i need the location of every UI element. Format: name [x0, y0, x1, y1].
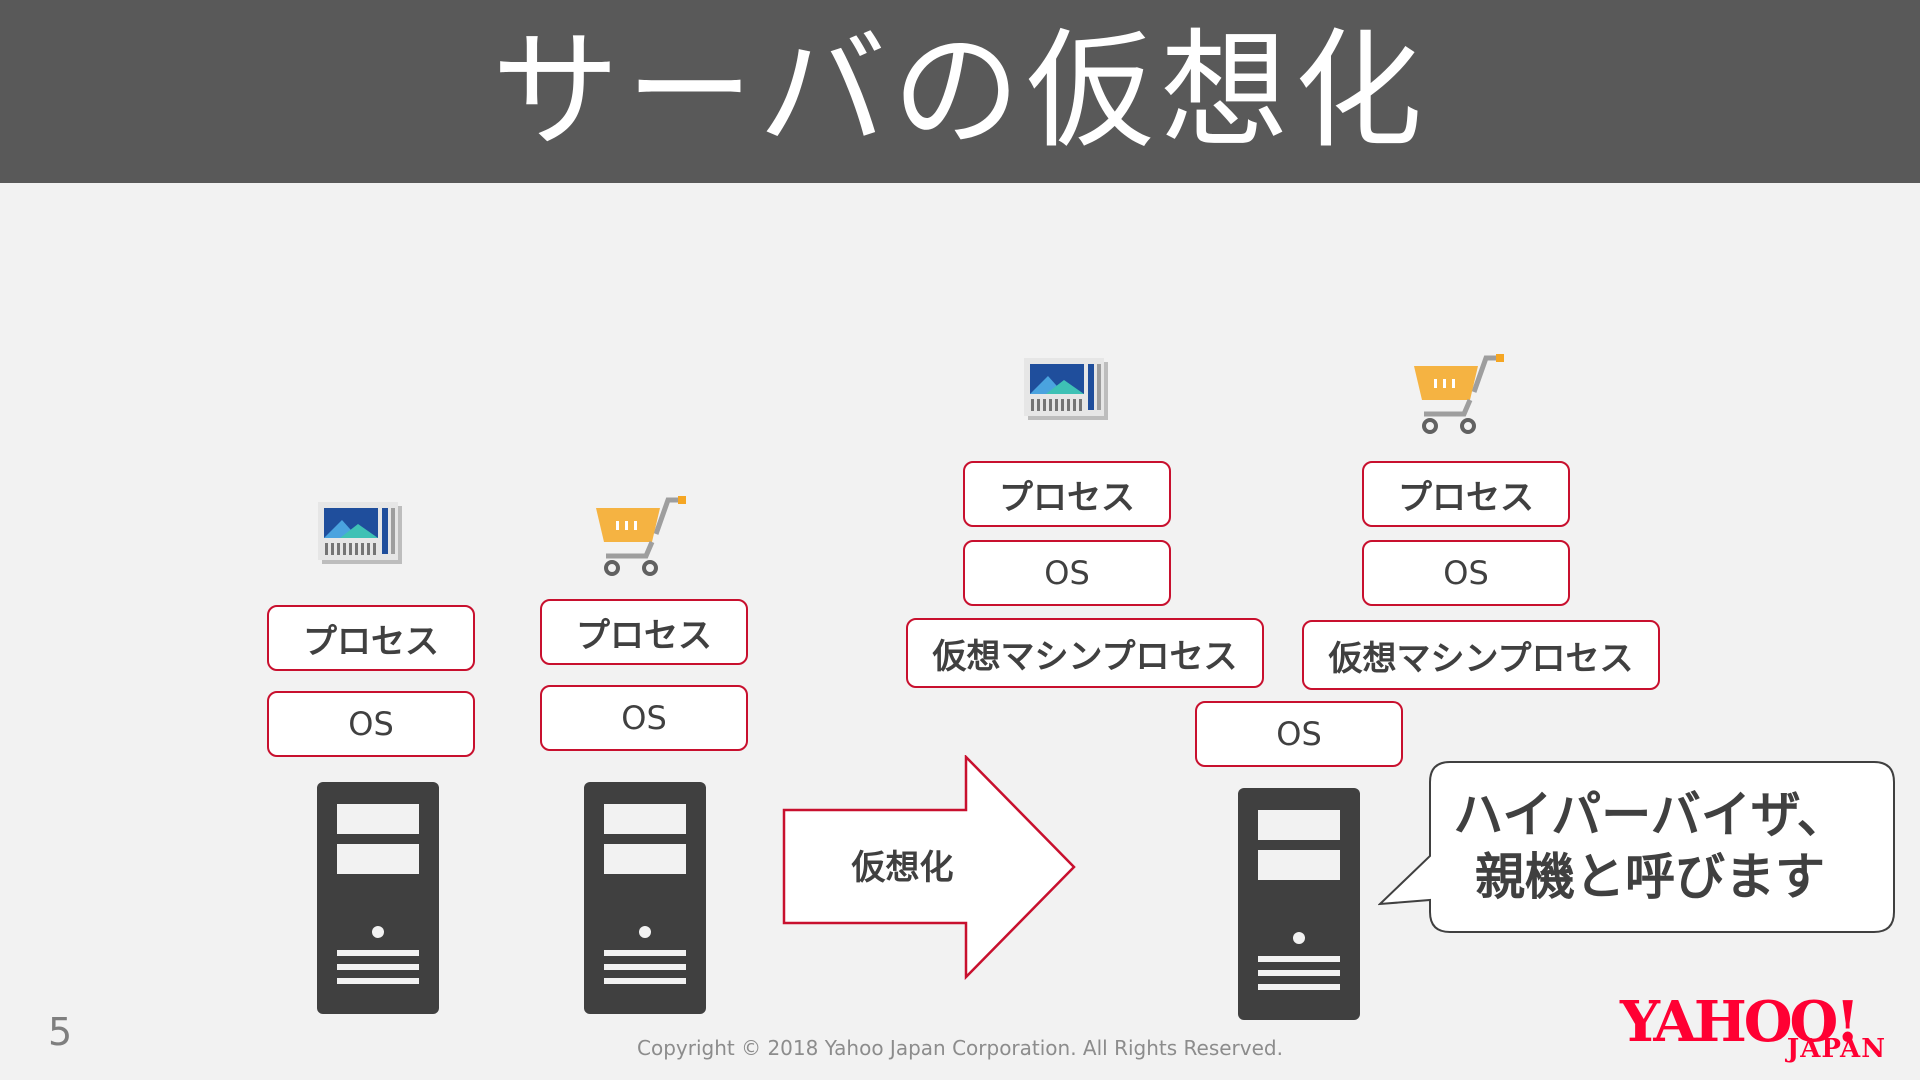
host-os-box: OS: [1195, 701, 1403, 767]
slide-title: サーバの仮想化: [491, 17, 1429, 166]
logo-main-text: YAHOO!: [1620, 989, 1860, 1055]
os-box: OS: [267, 691, 475, 757]
server-icon: [584, 782, 706, 1014]
server-icon: [317, 782, 439, 1014]
copyright-text: Copyright © 2018 Yahoo Japan Corporation…: [637, 1036, 1283, 1060]
shopping-cart-icon: [1414, 354, 1504, 434]
arrow-label: 仮想化: [851, 848, 954, 888]
server-icon: [1238, 788, 1360, 1020]
callout-line-1: ハイパーバイザ、: [1453, 786, 1847, 844]
os-box: OS: [963, 540, 1171, 606]
page-number: 5: [48, 1010, 73, 1054]
vm-process-box: 仮想マシンプロセス: [906, 618, 1264, 688]
news-icon: [1024, 358, 1108, 420]
callout-text: ハイパーバイザ、 親機と呼びます: [1430, 784, 1870, 908]
process-box: プロセス: [540, 599, 748, 665]
callout-bubble: [1378, 761, 1895, 933]
callout-line-2: 親機と呼びます: [1475, 848, 1825, 906]
virtualize-arrow: [782, 755, 1076, 980]
yahoo-japan-logo: YAHOO! JAPAN: [1620, 989, 1892, 1064]
title-bar: [0, 0, 1920, 183]
process-box: プロセス: [1362, 461, 1570, 527]
process-box: プロセス: [267, 605, 475, 671]
os-box: OS: [540, 685, 748, 751]
vm-process-box: 仮想マシンプロセス: [1302, 620, 1660, 690]
logo-sub-text: JAPAN: [1786, 1034, 1886, 1064]
shopping-cart-icon: [596, 496, 686, 576]
process-box: プロセス: [963, 461, 1171, 527]
news-icon: [318, 502, 402, 564]
os-box: OS: [1362, 540, 1570, 606]
